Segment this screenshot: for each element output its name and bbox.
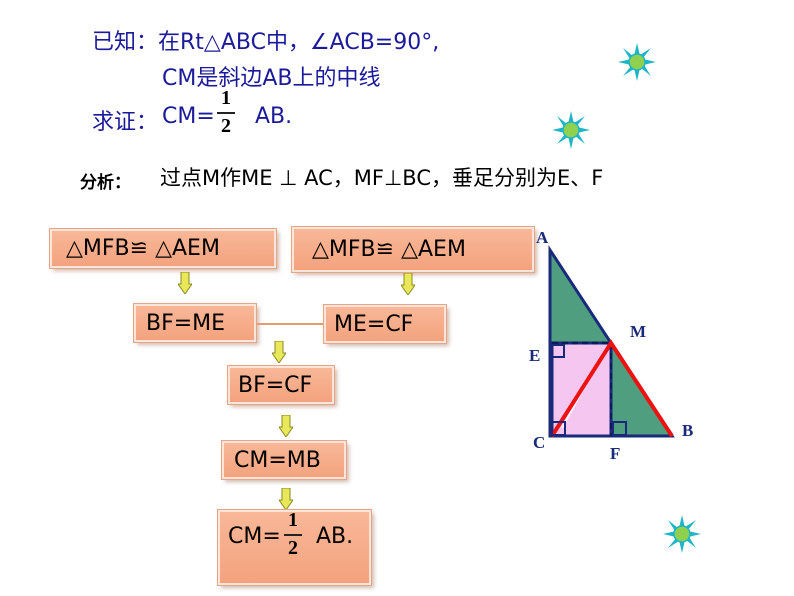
label-point-a: A (536, 228, 549, 247)
sun-star-icon (618, 43, 656, 81)
median-cm-mb (550, 339, 674, 438)
flow-box-congruent-1: △MFB≌ △AEM (50, 229, 276, 268)
flow-box-cm-mb: CM=MB (222, 441, 346, 479)
conclusion-rhs: AB. (316, 524, 354, 549)
right-angle-c (551, 421, 566, 436)
sun-star-icon (552, 111, 590, 149)
flow-box-bf-me: BF=ME (134, 304, 256, 342)
down-arrow-icon (279, 415, 293, 437)
down-arrow-icon (178, 272, 192, 294)
label-point-b: B (682, 421, 694, 440)
prove-fraction: 1 2 (215, 88, 237, 138)
prove-numerator: 1 (221, 87, 231, 109)
conclusion-lhs: CM= (228, 524, 281, 549)
flow-box-me-cf: ME=CF (324, 305, 446, 343)
conclusion-fraction: 1 2 (282, 510, 304, 560)
flow-box-bf-cf: BF=CF (228, 366, 334, 404)
flow-box-congruent-2: △MFB≌ △AEM (292, 227, 534, 272)
label-point-e: E (529, 346, 541, 365)
fraction-bar (217, 112, 235, 114)
given-text-2: CM是斜边AB上的中线 (162, 66, 381, 91)
conclusion-denominator: 2 (288, 537, 298, 559)
label-point-c: C (533, 433, 546, 452)
down-arrow-icon (279, 488, 293, 510)
given-label: 已知： (92, 30, 159, 55)
fraction-bar (284, 534, 302, 536)
down-arrow-icon (272, 341, 286, 363)
down-arrow-icon (401, 273, 415, 295)
analysis-label: 分析： (80, 173, 131, 193)
flow-box-conclusion: CM= 1 2 AB. (218, 510, 371, 585)
analysis-text: 过点M作ME ⊥ AC，MF⊥BC，垂足分别为E、F (160, 166, 604, 190)
sun-star-icon (663, 515, 701, 553)
conclusion-numerator: 1 (288, 509, 298, 531)
given-line-1: 已知：在Rt△ABC中，∠ACB=90°, (92, 24, 439, 56)
label-point-m: M (630, 322, 647, 341)
right-angle-e (551, 344, 565, 358)
right-angle-f (612, 421, 627, 436)
prove-lhs: CM= (162, 104, 215, 129)
prove-denominator: 2 (221, 115, 231, 137)
triangle-figure (548, 244, 675, 438)
prove-rhs: AB. (255, 104, 293, 129)
given-text-1: 在Rt△ABC中，∠ACB=90°, (158, 30, 440, 55)
prove-label: 求证： (92, 110, 159, 135)
label-point-f: F (610, 444, 621, 463)
connector-line (256, 323, 324, 325)
